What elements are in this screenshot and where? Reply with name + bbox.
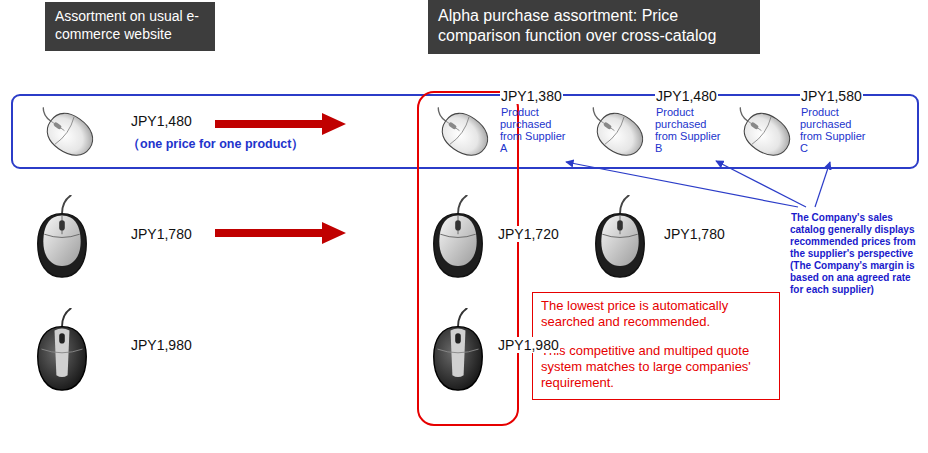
price-label: JPY1,480 (130, 113, 193, 129)
price-label: JPY1,980 (130, 337, 193, 353)
leader-line (815, 162, 830, 207)
row-frame (12, 95, 918, 168)
box-text: Alpha purchase assortment: Price compari… (438, 6, 750, 46)
price-label: JPY1,380 (500, 88, 563, 104)
mouse-picture (29, 98, 100, 163)
box-text: The lowest price is automatically search… (541, 298, 771, 331)
header-box: Assortment on usual e-commerce website (45, 2, 215, 51)
price-label: JPY1,980 (497, 337, 560, 353)
box-text: Assortment on usual e-commerce website (55, 8, 205, 43)
price-label: JPY1,580 (800, 88, 863, 104)
mouse-picture (424, 98, 495, 163)
supplier-label: Product purchased from Supplier A (500, 106, 565, 154)
note-label: （one price for one product） (126, 137, 305, 151)
mouse-picture (38, 195, 87, 277)
mouse-picture (596, 195, 645, 277)
box-body-text: This competitive and multiped quote syst… (541, 343, 771, 392)
price-label: JPY1,720 (497, 226, 560, 242)
callout-box: The lowest price is automatically search… (532, 292, 780, 400)
note-label: The Company's sales catalog generally di… (790, 212, 916, 295)
price-label: JPY1,780 (663, 226, 726, 242)
red-arrow (215, 113, 346, 135)
red-arrow (215, 222, 346, 244)
price-label: JPY1,780 (130, 226, 193, 242)
mouse-picture (726, 98, 797, 163)
mouse-picture (38, 308, 87, 390)
header-box: Alpha purchase assortment: Price compari… (428, 0, 760, 54)
price-label: JPY1,480 (655, 88, 718, 104)
mouse-picture (434, 195, 483, 277)
leader-line (716, 161, 806, 207)
supplier-label: Product purchased from Supplier B (655, 106, 720, 154)
mouse-picture (434, 308, 483, 390)
mouse-picture (579, 98, 650, 163)
supplier-label: Product purchased from Supplier C (800, 106, 865, 154)
